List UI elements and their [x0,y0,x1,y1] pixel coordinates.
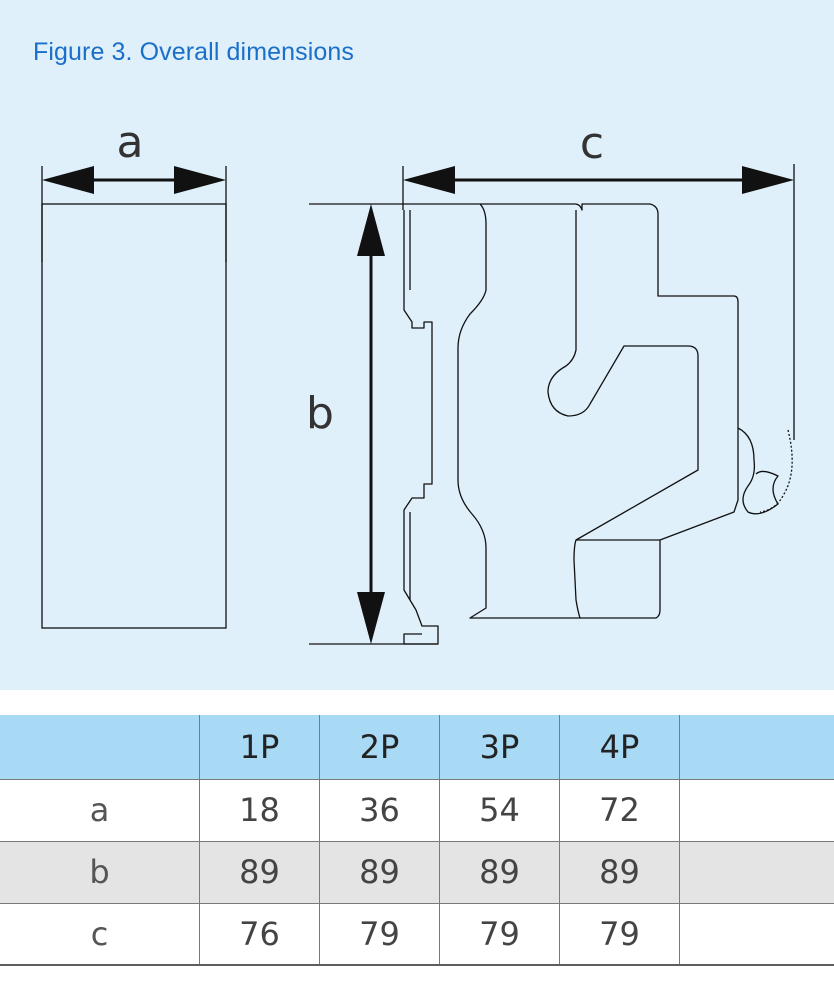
cell-a-blank [679,778,834,841]
dimension-a-arrow-left [42,166,94,194]
cell-a-1p: 18 [199,778,320,841]
table-header-3p: 3P [439,715,560,779]
row-label-b: b [0,840,200,903]
table-header-blank [679,715,834,779]
dimension-c-label: c [580,118,604,169]
table-header-4p: 4P [559,715,680,779]
cell-b-2p: 89 [319,840,440,903]
dimension-a-arrow-right [174,166,226,194]
dimensions-table: 1P 2P 3P 4P a 18 36 54 72 b 89 89 89 89 … [0,715,834,966]
table-header-row: 1P 2P 3P 4P [0,715,834,779]
dimension-b-label: b [306,388,334,439]
row-label-c: c [0,902,200,966]
cell-b-blank [679,840,834,903]
cell-c-4p: 79 [559,902,680,966]
cell-b-1p: 89 [199,840,320,903]
figure-panel: Figure 3. Overall dimensions a c [0,0,834,690]
table-header-2p: 2P [319,715,440,779]
knob-clearance-arc [759,429,793,513]
dimension-b: b [306,203,438,645]
dimension-drawing: a c b [41,117,795,645]
front-view-outline [41,203,227,629]
front-view [41,166,227,629]
cell-b-3p: 89 [439,840,560,903]
body-upper-outline [480,203,739,541]
figure-title: Figure 3. Overall dimensions [33,38,354,66]
side-view-outline [403,203,793,645]
row-label-a: a [0,778,200,841]
dimension-c-arrow-right [742,166,794,194]
cell-c-blank [679,902,834,966]
table-row: c 76 79 79 79 [0,902,834,966]
cell-b-4p: 89 [559,840,680,903]
handle-outline [547,210,699,541]
dimension-c: c [402,118,795,440]
cell-c-3p: 79 [439,902,560,966]
cell-c-1p: 76 [199,902,320,966]
dimension-b-arrow-top [357,204,385,256]
table-row: b 89 89 89 89 [0,840,834,903]
cell-a-2p: 36 [319,778,440,841]
table-header-corner [0,715,200,779]
cell-c-2p: 79 [319,902,440,966]
knob-outline [737,427,779,515]
dimension-a-label: a [117,117,144,168]
cell-a-4p: 72 [559,778,680,841]
din-clip-outline [403,210,439,645]
dimension-c-arrow-left [403,166,455,194]
cell-a-3p: 54 [439,778,560,841]
table-row: a 18 36 54 72 [0,778,834,841]
table-header-1p: 1P [199,715,320,779]
body-outline [430,203,661,619]
dimension-a: a [42,117,226,194]
dimension-b-arrow-bottom [357,592,385,644]
